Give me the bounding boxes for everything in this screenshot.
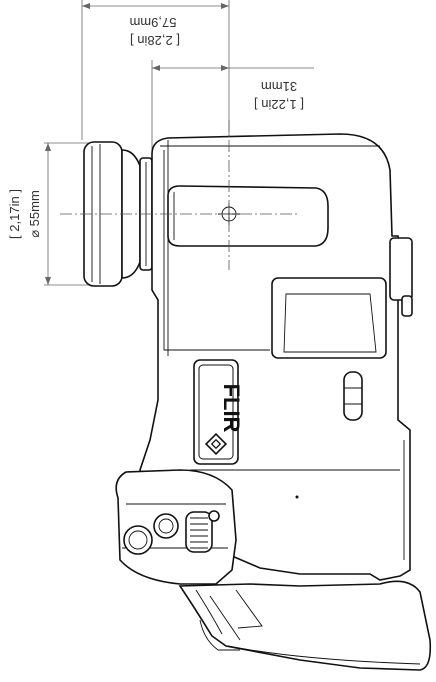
dimension-mount-offset: 31mm [ 1,22in ] [151,60,314,160]
dimension-body-depth-imperial: [ 2,28in ] [130,33,180,48]
hand-strap [178,580,432,671]
flir-logo-text: FLIR [219,384,244,433]
camera-body [60,120,413,581]
dimension-mount-offset-imperial: [ 1,22in ] [254,97,304,112]
grip-assembly [115,469,237,585]
dimension-body-depth: 57,9mm [ 2,28in ] [81,0,230,220]
dimension-body-depth-metric: 57,9mm [130,15,177,30]
dimension-lens-diameter: ⌀ 55mm [ 2,17in ] [7,142,92,286]
dimension-lens-diameter-metric: ⌀ 55mm [27,190,42,238]
flir-logo: FLIR [193,359,244,465]
dimension-mount-offset-metric: 31mm [261,79,297,94]
dimension-lens-diameter-imperial: [ 2,17in ] [7,189,22,239]
